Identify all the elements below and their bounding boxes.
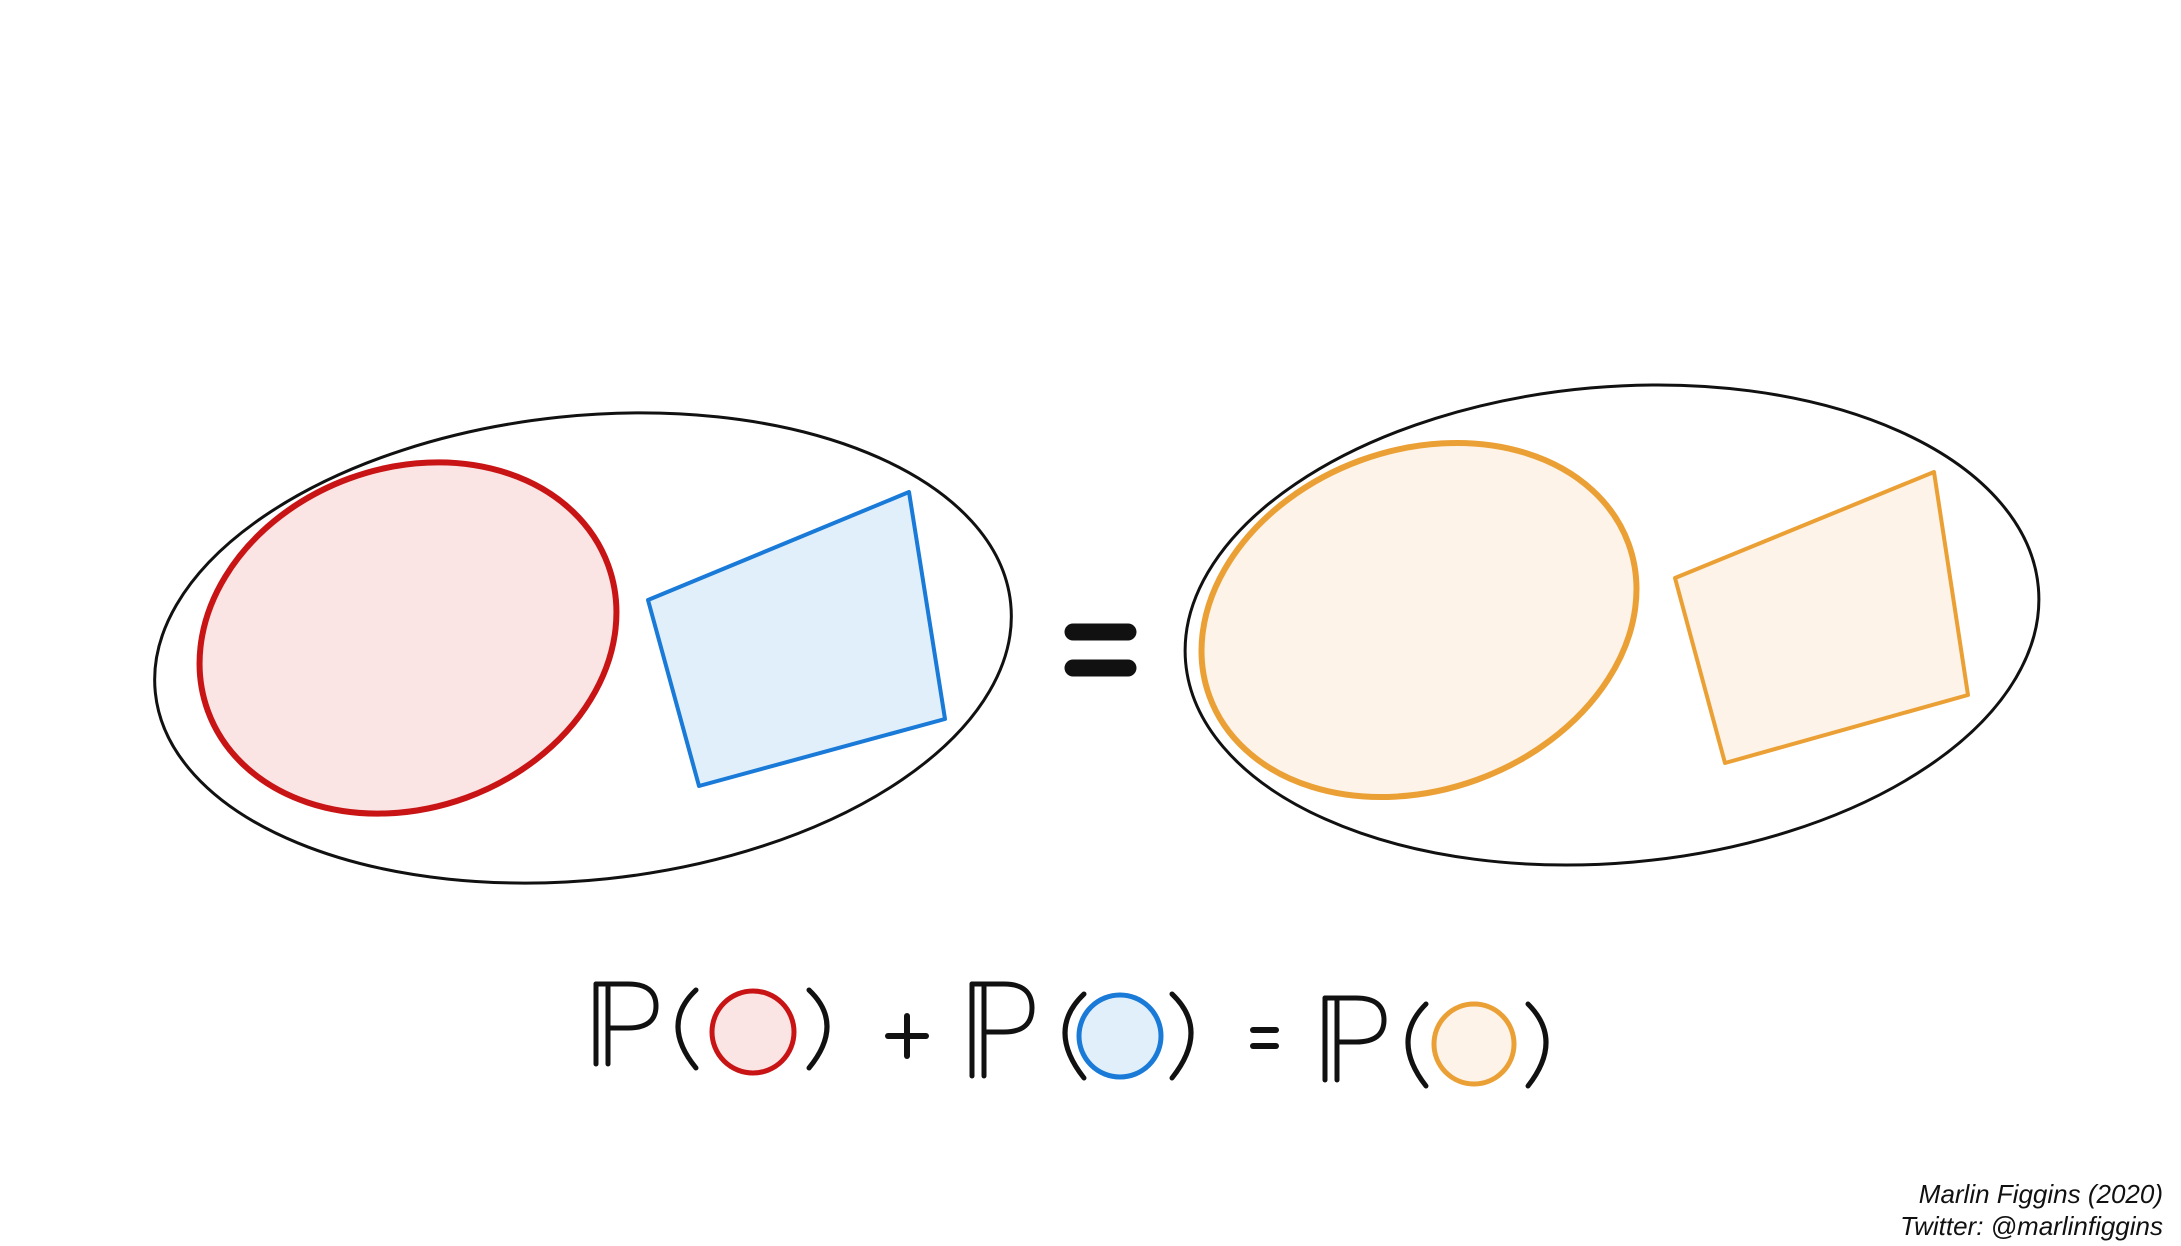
big-equals-sign <box>1064 623 1137 677</box>
close-paren <box>806 987 830 1071</box>
close-paren <box>1169 991 1194 1081</box>
plus-operator <box>885 1013 929 1059</box>
blue-circle-symbol <box>1076 992 1164 1080</box>
prob-term-orange <box>1322 995 1549 1089</box>
right-set-group <box>1183 383 2041 867</box>
left-outer-ellipse <box>153 411 1013 885</box>
close-paren <box>1525 1001 1549 1089</box>
prob-term-blue <box>969 981 1194 1081</box>
equals-operator <box>1250 1027 1279 1049</box>
red-circle-symbol <box>709 988 797 1076</box>
orange-circle-symbol <box>1431 1001 1517 1087</box>
blackboard-p-symbol <box>1322 995 1387 1083</box>
probability-equation <box>593 981 1549 1089</box>
red-event-ellipse <box>196 459 620 817</box>
open-paren <box>1062 991 1087 1081</box>
credit-twitter-line: Twitter: @marlinfiggins <box>1900 1211 2163 1241</box>
credit-author-line: Marlin Figgins (2020) <box>1918 1179 2163 1209</box>
blackboard-p-symbol <box>969 981 1035 1079</box>
right-outer-ellipse <box>1183 383 2041 867</box>
open-paren <box>675 987 699 1071</box>
orange-event-ellipse <box>1198 439 1640 801</box>
blackboard-p-symbol <box>593 981 659 1067</box>
orange-event-quadrilateral <box>1673 470 1970 765</box>
open-paren <box>1405 1001 1429 1089</box>
left-set-group <box>153 411 1013 885</box>
author-credit: Marlin Figgins (2020) Twitter: @marlinfi… <box>1900 1178 2163 1242</box>
blue-event-quadrilateral <box>646 490 947 788</box>
prob-term-red <box>593 981 830 1076</box>
